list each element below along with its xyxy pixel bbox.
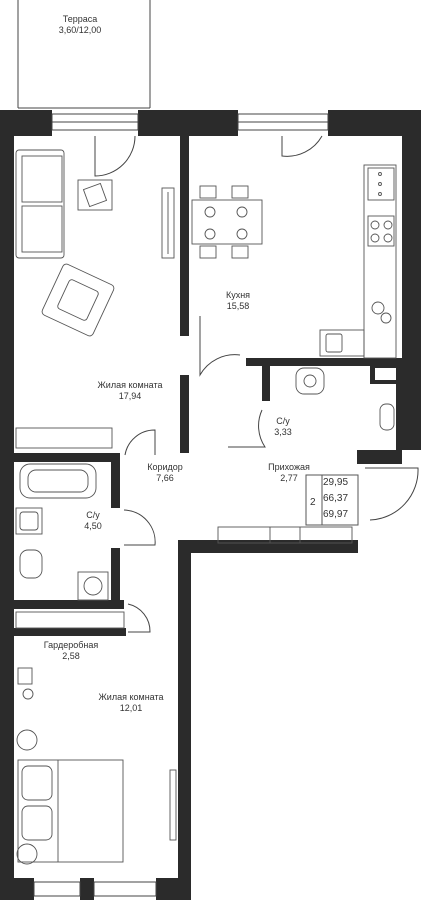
hall-area: 2,77	[280, 473, 298, 483]
corridor-label: Коридор 7,66	[147, 462, 183, 484]
hall-name: Прихожая	[268, 462, 310, 472]
living-area: 29,95	[323, 477, 349, 488]
area-summary: 2 29,95 66,37 69,97	[306, 475, 358, 525]
bath2-label: С/у 4,50	[84, 510, 102, 532]
terrace-name: Терраса	[62, 14, 98, 24]
bath2-name: С/у	[86, 510, 100, 520]
corridor-name: Коридор	[147, 462, 183, 472]
furniture	[15, 149, 397, 865]
kitchen-name: Кухня	[225, 290, 251, 300]
rooms-count: 2	[310, 497, 316, 508]
kitchen-label: Кухня 15,58	[226, 290, 250, 312]
wardrobe-label: Гардеробная 2,58	[44, 640, 98, 662]
walls	[0, 110, 421, 900]
terrace	[17, 0, 151, 109]
kitchen-area: 15,58	[226, 301, 250, 311]
living2-area: 12,01	[119, 703, 143, 713]
wardrobe-name: Гардеробная	[43, 640, 99, 650]
bath2-area: 4,50	[84, 521, 102, 531]
living2-label: Жилая комната 12,01	[98, 692, 163, 714]
terrace-area: 3,60/12,00	[58, 25, 102, 35]
living1-area: 17,94	[118, 391, 142, 401]
hall-label: Прихожая 2,77	[268, 462, 310, 484]
area-info-box	[305, 474, 359, 526]
terrace-label: Терраса 3,60/12,00	[59, 14, 102, 36]
total-area: 66,37	[323, 493, 349, 504]
total-with-terrace: 69,97	[323, 509, 349, 520]
living1-label: Жилая комната 17,94	[97, 380, 162, 402]
bath1-area: 3,33	[274, 427, 292, 437]
corridor-area: 7,66	[156, 473, 174, 483]
bath1-label: С/у 3,33	[274, 416, 292, 438]
living2-name: Жилая комната	[98, 692, 164, 702]
windows	[33, 113, 329, 897]
bath1-name: С/у	[276, 416, 290, 426]
wardrobe-area: 2,58	[62, 651, 80, 661]
living1-name: Жилая комната	[97, 380, 163, 390]
doors	[94, 135, 419, 633]
